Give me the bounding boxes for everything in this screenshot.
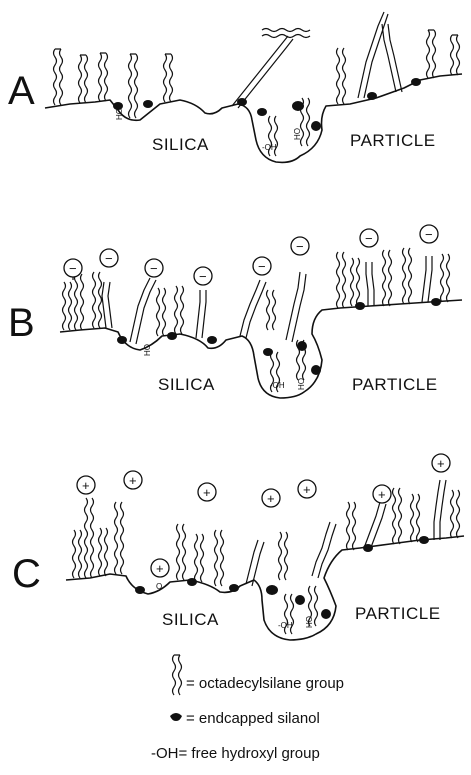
panel-c-hydroxyl-1: O (156, 582, 162, 591)
panel-b-ion-groups: − − − − − − − − (64, 225, 438, 285)
svg-text:−: − (150, 261, 158, 276)
legend-chain-text: = octadecylsilane group (186, 675, 344, 692)
panel-c-silica-label: SILICA (162, 610, 219, 629)
panel-b-label: B (8, 301, 35, 345)
panel-b-particle-label: PARTICLE (352, 375, 438, 394)
panel-c-ion-charge: + (82, 478, 90, 493)
panel-c-hydroxyl-2: -OH (278, 621, 293, 630)
svg-text:+: + (129, 473, 137, 488)
svg-text:−: − (296, 239, 304, 254)
panel-c-surface (66, 536, 464, 640)
legend-hydroxyl-text: -OH= free hydroxyl group (151, 745, 320, 762)
legend-chain-icon (173, 655, 182, 695)
panel-a-label: A (8, 69, 35, 113)
svg-text:+: + (378, 487, 386, 502)
panel-c-ion-groups: + + + + + + + + (77, 454, 450, 577)
legend: = octadecylsilane group = endcapped sila… (151, 655, 344, 762)
svg-text:+: + (267, 491, 275, 506)
svg-text:−: − (258, 259, 266, 274)
svg-text:+: + (437, 456, 445, 471)
panel-a-hydroxyl-1: HO (115, 108, 124, 120)
panel-b-hydroxyl-3: HO (297, 378, 306, 390)
panel-a-silica-label: SILICA (152, 135, 209, 154)
svg-text:−: − (425, 227, 433, 242)
panel-c-label: C (12, 552, 41, 596)
panel-a: A HO -OH (8, 12, 462, 162)
panel-c: C (12, 454, 464, 640)
panel-b: B (8, 225, 462, 398)
panel-b-hydroxyl-1: HO (143, 344, 152, 356)
svg-text:−: − (365, 231, 373, 246)
panel-c-particle-label: PARTICLE (355, 604, 441, 623)
svg-text:+: + (156, 561, 164, 576)
svg-text:−: − (105, 251, 113, 266)
panel-b-ion-charge: − (69, 261, 77, 276)
panel-a-hydroxyl-2: -OH (262, 143, 277, 152)
panel-b-hydroxyl-2: -OH (270, 381, 285, 390)
svg-text:+: + (203, 485, 211, 500)
svg-text:−: − (199, 269, 207, 284)
panel-a-particle-label: PARTICLE (350, 131, 436, 150)
panel-b-silica-label: SILICA (158, 375, 215, 394)
svg-text:+: + (303, 482, 311, 497)
panel-a-hydroxyl-3: HO (293, 128, 302, 140)
panel-c-hydroxyl-3: HO (305, 616, 314, 628)
legend-endcap-icon (170, 713, 182, 721)
legend-endcap-text: = endcapped silanol (186, 710, 320, 727)
